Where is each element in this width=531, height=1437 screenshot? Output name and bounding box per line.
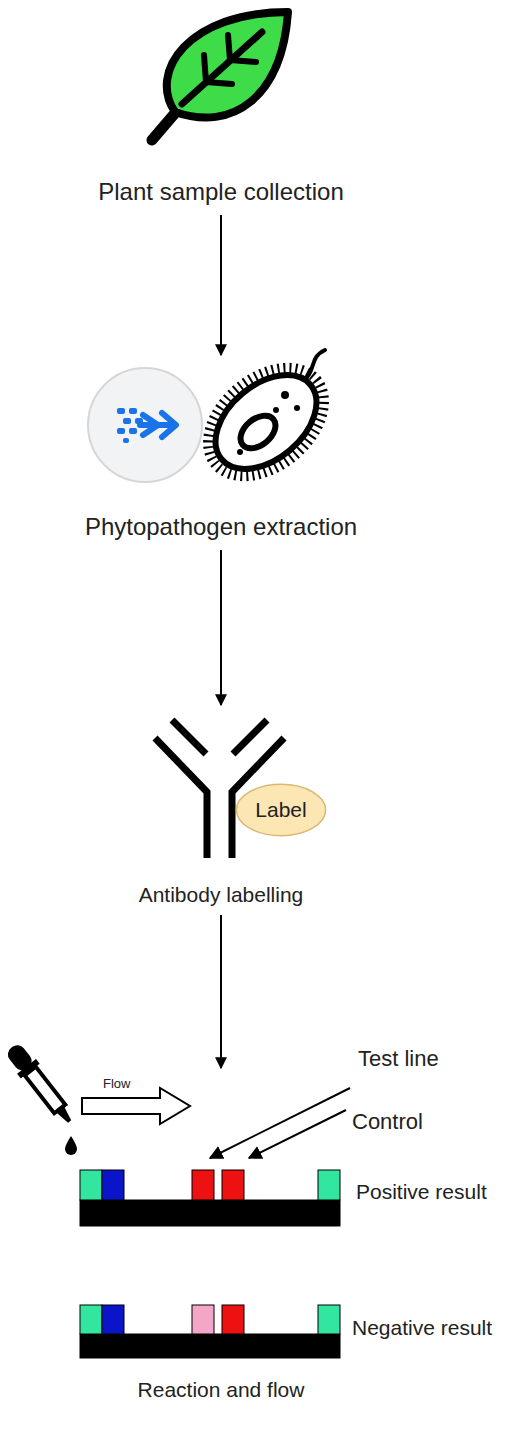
- step-node: Phytopathogen extraction: [41, 355, 401, 550]
- extraction-icon: [88, 368, 202, 482]
- negative-strip: [80, 1305, 340, 1358]
- flow-arrow: [220, 550, 222, 705]
- step-caption: Phytopathogen extraction: [85, 513, 357, 550]
- leader-line: [210, 1088, 350, 1158]
- leaf-icon: [152, 12, 288, 140]
- step-node: Plant sample collection: [41, 5, 401, 215]
- step-caption: Reaction and flow: [138, 1377, 305, 1410]
- leader-line: [249, 1110, 346, 1158]
- result-label: Negative result: [352, 1315, 492, 1340]
- flow-arrow: [220, 215, 222, 355]
- result-label: Positive result: [356, 1179, 487, 1204]
- step-caption: Antibody labelling: [139, 882, 304, 915]
- flow-arrow: [82, 1088, 190, 1124]
- flow-arrow: [220, 915, 222, 1068]
- step-node: Reaction and flow: [71, 1068, 371, 1410]
- step-caption: Plant sample collection: [98, 178, 343, 215]
- bacterium-icon: [187, 346, 345, 498]
- label-ellipse: Label: [235, 783, 327, 837]
- label-text: Label: [255, 797, 306, 822]
- dropper-icon: [2, 1040, 79, 1129]
- step-node: Antibody labelling Label: [61, 705, 381, 915]
- callout-label: Control: [352, 1109, 423, 1135]
- callout-label: Test line: [358, 1046, 439, 1072]
- flow-label: Flow: [103, 1076, 130, 1092]
- drop: [65, 1136, 77, 1155]
- positive-strip: [80, 1170, 340, 1226]
